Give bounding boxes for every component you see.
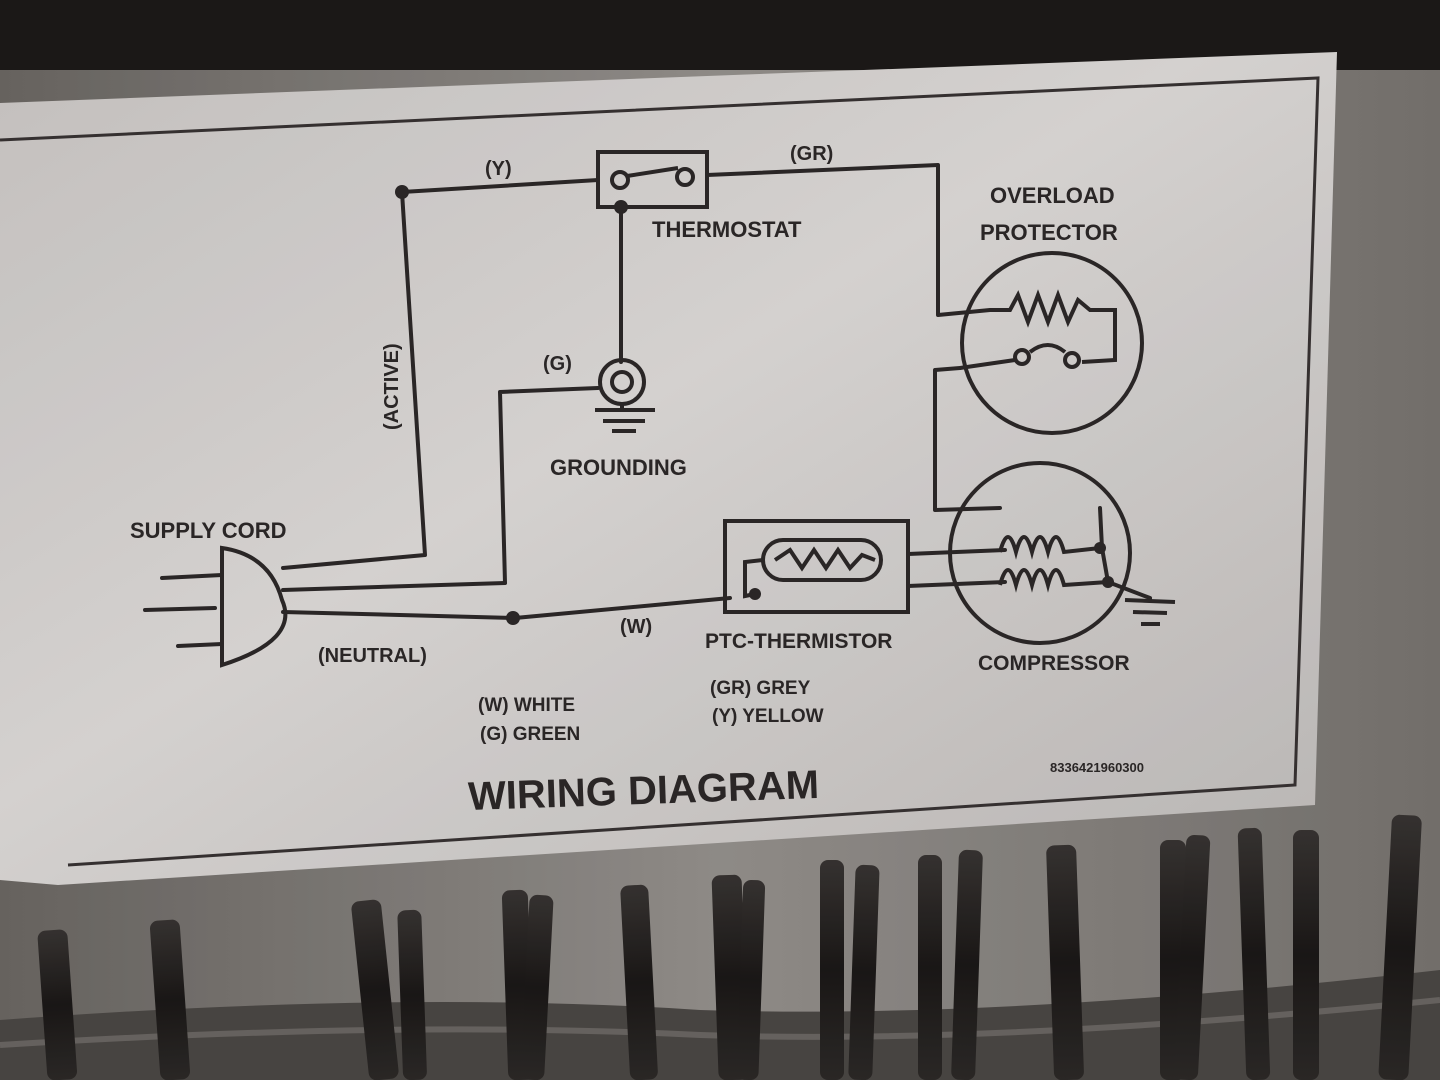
part-number: 8336421960300	[1050, 760, 1144, 775]
legend-white: (W) WHITE	[478, 695, 575, 716]
junction-active	[395, 185, 409, 199]
wire-ptc-compressor-top	[906, 548, 1007, 556]
supply-plug	[220, 545, 288, 668]
label-supply-cord: SUPPLY CORD	[130, 518, 287, 543]
grounding-symbol	[595, 358, 655, 433]
wire-grey	[705, 163, 992, 317]
wire-green-cord	[281, 581, 507, 592]
label-active: (ACTIVE)	[381, 343, 403, 430]
label-compressor: COMPRESSOR	[978, 652, 1130, 675]
wire-yellow	[400, 178, 600, 194]
label-ptc-thermistor: PTC-THERMISTOR	[705, 630, 892, 653]
sticker	[0, 52, 1337, 885]
wire-compressor-ground	[1106, 580, 1152, 600]
junction-neutral	[506, 611, 520, 625]
label-neutral: (NEUTRAL)	[318, 645, 427, 667]
plug-prong-1	[160, 573, 224, 580]
wire-green	[498, 386, 600, 585]
thermostat-symbol	[596, 150, 709, 209]
label-wire-y: (Y)	[485, 158, 512, 180]
label-overload-line1: OVERLOAD	[990, 183, 1115, 208]
plug-prong-3	[176, 642, 224, 648]
plug-prong-2	[143, 606, 217, 612]
label-overload-line2: PROTECTOR	[980, 220, 1118, 245]
label-wire-gr: (GR)	[790, 143, 833, 165]
legend-green: (G) GREEN	[480, 724, 580, 745]
wire-overload-compressor	[933, 366, 1002, 512]
ptc-thermistor-symbol	[723, 519, 910, 614]
sticker-border	[0, 76, 1320, 867]
label-wire-w: (W)	[620, 616, 652, 638]
thermostat-box	[596, 150, 709, 209]
wire-active	[281, 190, 427, 570]
legend-yellow: (Y) YELLOW	[712, 706, 824, 727]
overload-protector-symbol	[959, 251, 1144, 435]
label-thermostat: THERMOSTAT	[652, 217, 802, 242]
label-grounding: GROUNDING	[550, 455, 687, 480]
compressor-symbol	[948, 461, 1176, 645]
coil-rods	[37, 814, 1422, 1080]
condenser-coil	[0, 814, 1440, 1080]
label-wire-g: (G)	[543, 353, 572, 375]
legend-grey: (GR) GREY	[710, 678, 811, 699]
